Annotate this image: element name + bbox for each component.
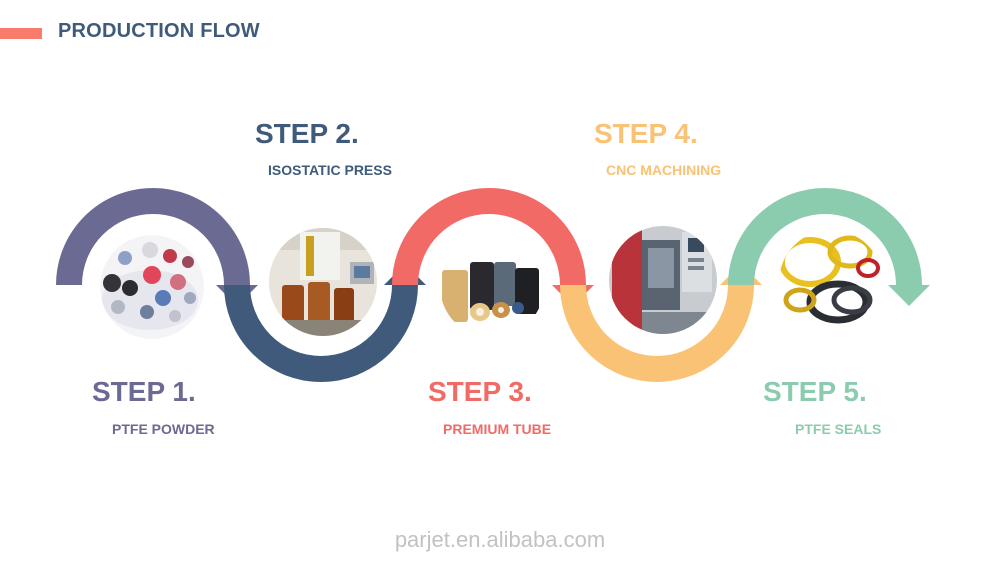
step-4-subtitle: CNC MACHINING bbox=[606, 162, 722, 178]
step-2-subtitle: ISOSTATIC PRESS bbox=[268, 162, 392, 178]
step-4-title: STEP 4. bbox=[594, 118, 698, 149]
page-title: PRODUCTION FLOW bbox=[58, 20, 260, 42]
ptfe-powder-photo bbox=[100, 235, 204, 339]
step-5-subtitle: PTFE SEALS bbox=[795, 421, 882, 437]
header-accent-bar bbox=[0, 28, 42, 39]
step-1-subtitle: PTFE POWDER bbox=[112, 421, 215, 437]
cnc-machining-photo bbox=[609, 226, 717, 334]
step-2-title: STEP 2. bbox=[255, 118, 359, 149]
isostatic-press-photo bbox=[269, 228, 377, 336]
ptfe-seals-photo bbox=[779, 230, 883, 334]
step-3-title: STEP 3. bbox=[428, 376, 532, 407]
step-1-title: STEP 1. bbox=[92, 376, 196, 407]
watermark: parjet.en.alibaba.com bbox=[394, 527, 606, 552]
step-5-title: STEP 5. bbox=[763, 376, 867, 407]
step-3-subtitle: PREMIUM TUBE bbox=[443, 421, 552, 437]
premium-tube-photo bbox=[440, 234, 544, 338]
arc-step-5 bbox=[728, 188, 930, 306]
